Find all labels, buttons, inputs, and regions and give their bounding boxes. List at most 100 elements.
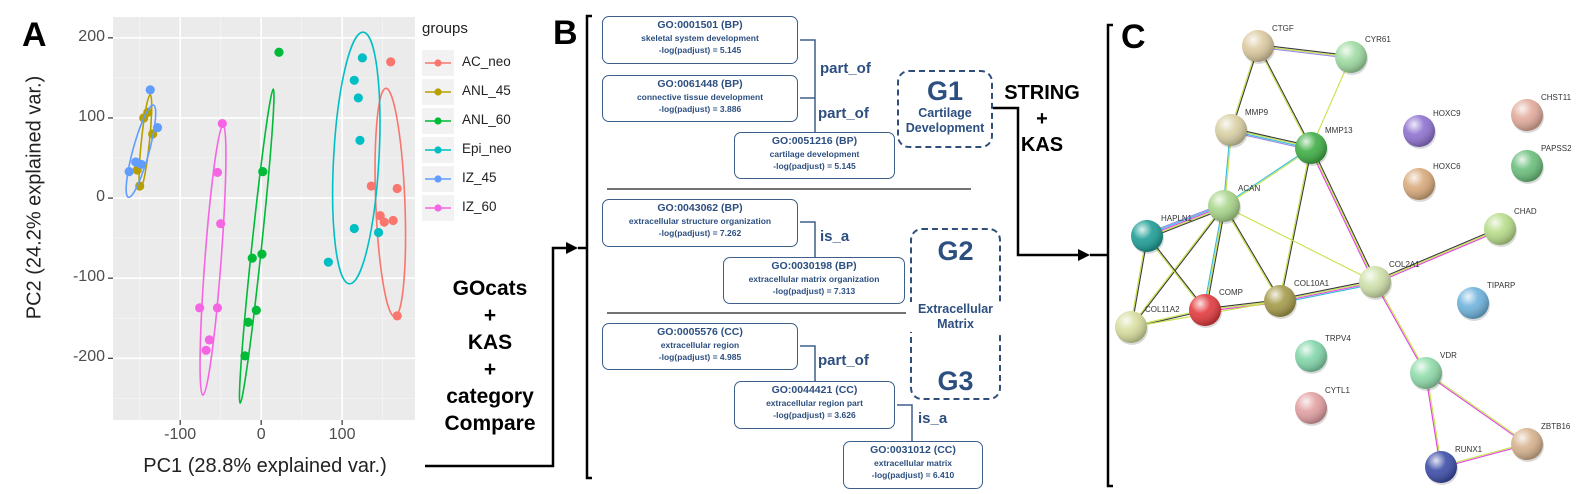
node-label: MMP13 <box>1325 126 1353 135</box>
go-score: -log(padjust) = 3.886 <box>658 104 742 114</box>
method-line: + <box>483 358 497 381</box>
go-tree-connectors <box>800 39 913 441</box>
legend-item: AC_neo <box>462 54 511 69</box>
network-edge <box>1278 147 1311 301</box>
network-edge <box>1223 205 1376 283</box>
go-id: GO:0043062 (BP) <box>657 202 743 214</box>
network-node <box>1359 266 1392 300</box>
series-IZ_60 <box>195 118 227 396</box>
y-tick-label: -100 <box>72 268 105 286</box>
data-point <box>247 253 257 263</box>
legend-key-point <box>434 204 442 212</box>
node-highlight <box>1511 150 1543 182</box>
data-point <box>366 181 376 191</box>
network-edge <box>1223 147 1311 206</box>
series-ANL_60 <box>238 47 284 404</box>
network-node <box>1403 115 1436 149</box>
network-edge <box>1280 148 1313 302</box>
node-highlight <box>1335 41 1367 73</box>
string-line: + <box>1036 108 1048 130</box>
node-label: TIPARP <box>1487 281 1516 290</box>
series-AC_neo <box>366 57 407 321</box>
network-edge <box>1311 147 1377 282</box>
node-label: HOXC9 <box>1433 109 1461 118</box>
node-label: HOXC6 <box>1433 162 1461 171</box>
legend-key-point <box>434 146 442 154</box>
group-desc-line: Matrix <box>937 317 974 331</box>
network-nodes <box>1115 30 1544 485</box>
relation-label: part_of <box>818 105 869 122</box>
data-point <box>373 227 384 238</box>
confidence-ellipse <box>238 88 275 404</box>
data-point <box>124 167 134 177</box>
string-label: STRING + KAS <box>994 80 1090 158</box>
go-id: GO:0001501 (BP) <box>657 19 743 31</box>
network-edge <box>1203 205 1224 310</box>
bracket-b <box>585 14 592 480</box>
node-label: MMP9 <box>1245 108 1269 117</box>
group-desc: Extracellular Matrix <box>906 302 1005 332</box>
go-term-box: GO:0001501 (BP) skeletal system developm… <box>602 16 798 64</box>
network-edge <box>1373 282 1426 374</box>
node-highlight <box>1264 285 1296 317</box>
bracket-c <box>1106 23 1113 488</box>
legend-item: Epi_neo <box>462 141 512 156</box>
y-tick-label: 0 <box>96 188 105 206</box>
group-g2-g3: G2 Extracellular Matrix G3 <box>906 228 1005 400</box>
go-term-box: GO:0044421 (CC) extracellular region par… <box>734 381 895 429</box>
group-g1: G1 Cartilage Development <box>897 70 993 148</box>
node-label: ZBTB16 <box>1541 422 1571 431</box>
network-node <box>1295 392 1328 426</box>
go-name: extracellular matrix <box>874 458 952 468</box>
network-edge <box>1309 148 1375 283</box>
data-point <box>243 317 253 327</box>
node-label: CYR61 <box>1365 35 1391 44</box>
node-highlight <box>1359 266 1391 298</box>
network-edge <box>1374 227 1500 282</box>
x-tick-label: -100 <box>164 426 197 443</box>
legend-item: ANL_60 <box>462 112 511 127</box>
network-edge <box>1224 148 1312 207</box>
data-point <box>136 159 146 170</box>
network-edge <box>1258 45 1313 148</box>
y-tick-label: -200 <box>72 348 105 366</box>
network-node <box>1484 213 1517 247</box>
node-label: CYTL1 <box>1325 386 1350 395</box>
x-tick-label: 100 <box>328 426 356 443</box>
data-point <box>216 219 226 229</box>
relation-label: is_a <box>918 410 948 427</box>
node-highlight <box>1295 392 1327 424</box>
network-node <box>1457 287 1490 321</box>
network-node <box>1403 168 1436 202</box>
group-label: G3 <box>937 366 974 396</box>
data-point <box>323 257 333 267</box>
go-name: connective tissue development <box>636 92 764 102</box>
go-score: -log(padjust) = 5.145 <box>658 45 742 55</box>
arrowhead-icon <box>566 242 578 254</box>
go-term-box: GO:0043062 (BP) extracellular structure … <box>602 199 798 247</box>
method-line: GOcats <box>452 277 528 300</box>
network-edge <box>1204 205 1225 311</box>
network-edge <box>1375 281 1428 373</box>
legend-item: IZ_45 <box>462 170 497 185</box>
relation-label: is_a <box>820 228 850 245</box>
method-line: KAS <box>467 331 513 354</box>
series-IZ_45 <box>124 85 163 199</box>
node-highlight <box>1511 99 1543 131</box>
node-highlight <box>1242 30 1274 62</box>
network-edge <box>1131 206 1225 328</box>
x-axis-label: PC1 (28.8% explained var.) <box>143 455 387 477</box>
go-name: skeletal system development <box>641 33 759 43</box>
network-edge <box>1256 46 1311 149</box>
node-label: COL10A1 <box>1294 279 1330 288</box>
node-highlight <box>1484 213 1516 245</box>
network-node <box>1264 285 1297 319</box>
node-highlight <box>1215 114 1247 146</box>
relation-label: part_of <box>820 60 871 77</box>
go-name: extracellular region part <box>766 398 863 408</box>
network-node <box>1115 311 1148 345</box>
network-edge <box>1279 280 1375 301</box>
node-label: CHST11 <box>1541 93 1572 102</box>
network-edge <box>1224 205 1282 301</box>
node-highlight <box>1457 287 1489 319</box>
